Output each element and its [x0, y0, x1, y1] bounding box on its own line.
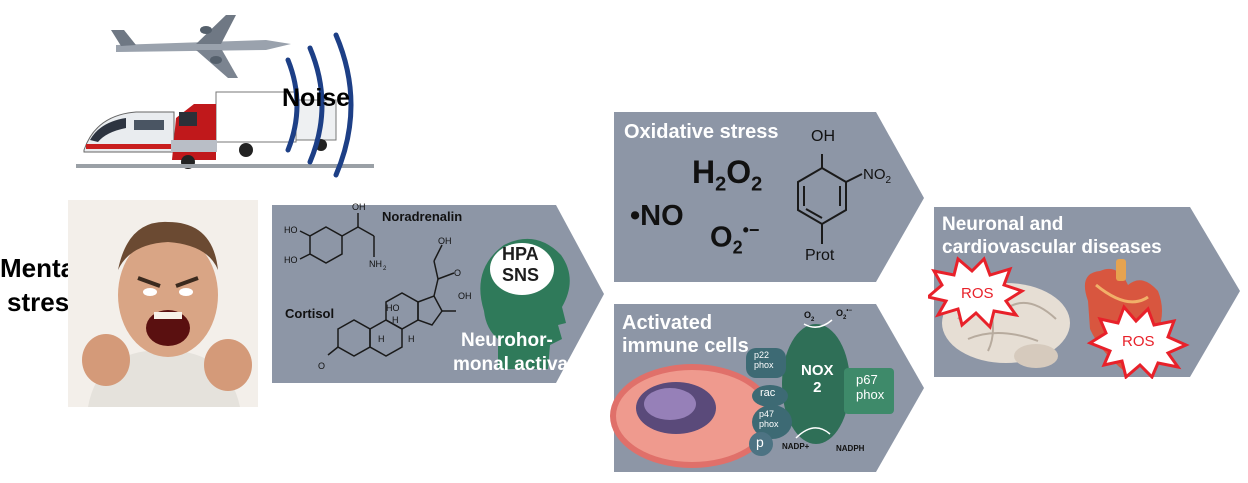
p47phox-subunit: [752, 405, 792, 439]
noise-panel: Noise: [76, 0, 374, 178]
sns-label: SNS: [502, 265, 540, 285]
oh-label: OH: [811, 128, 835, 145]
train-icon: [83, 111, 175, 153]
ros-label-2: ROS: [1122, 333, 1155, 350]
nox2-complex-icon: [782, 324, 850, 444]
neurohormonal-chevron: OH HO HO NH 2 OH O OH HO O H H H: [272, 202, 604, 383]
neurohormonal-title: Neurohor- monal activation: [453, 330, 603, 375]
noise-illustration: [76, 15, 374, 178]
ros-label-1: ROS: [961, 285, 994, 302]
noradrenalin-label: Noradrenalin: [382, 209, 463, 224]
angry-man-photo: [68, 200, 258, 407]
h2o2-label: H2O2: [692, 154, 763, 196]
nitric-oxide-label: •NO: [630, 200, 684, 232]
nadph-label: NADPH: [836, 444, 865, 453]
p67phox-subunit: [844, 368, 894, 414]
no2-label: NO2: [863, 166, 892, 186]
neurohormonal-panel: OH HO HO NH 2 OH O OH HO O H H H: [266, 199, 610, 389]
svg-text:H: H: [392, 315, 399, 325]
diseases-title: Neuronal and cardiovascular diseases: [942, 214, 1162, 258]
electron-arrows-icon: [795, 319, 833, 439]
cortisol-label: Cortisol: [285, 306, 335, 321]
nadp-label: NADP+: [782, 442, 810, 451]
brain-head-icon: [480, 238, 570, 369]
svg-text:HO: HO: [386, 303, 400, 313]
cortisol-structure: [327, 244, 456, 357]
p67phox-label: p67 phox: [856, 372, 885, 402]
p22phox-subunit: [746, 348, 786, 378]
o2-radical-label: O2•−: [836, 308, 852, 321]
hpa-label: HPA: [502, 244, 539, 264]
airplane-icon: [111, 15, 291, 78]
diseases-panel: Neuronal and cardiovascular diseases ROS…: [924, 201, 1244, 380]
svg-text:OH: OH: [438, 236, 452, 246]
svg-text:H: H: [378, 334, 385, 344]
truck-icon: [76, 91, 374, 169]
nitrophenol-structure: [797, 154, 863, 244]
svg-text:HO: HO: [284, 255, 298, 265]
sound-waves-icon: [285, 32, 354, 178]
p47phox-label: p47 phox: [759, 409, 779, 429]
svg-text:2: 2: [383, 266, 387, 272]
immune-cell-icon: [610, 364, 774, 468]
o2-label: O2: [804, 310, 815, 323]
rac-label: rac: [760, 387, 776, 399]
svg-text:HO: HO: [284, 225, 298, 235]
prot-label: Prot: [805, 247, 835, 264]
svg-text:O: O: [454, 268, 461, 278]
oxidative-stress-title: Oxidative stress: [624, 121, 779, 143]
noise-label: Noise: [282, 84, 351, 112]
p-subunit: [749, 432, 773, 456]
immune-cells-title: Activated immune cells: [622, 312, 749, 357]
ros-burst-2: [1086, 304, 1190, 380]
ros-burst-1: [924, 256, 1026, 330]
svg-text:OH: OH: [352, 202, 366, 212]
nox-label: NOX 2: [801, 362, 834, 396]
superoxide-label: O2•−: [710, 220, 760, 258]
svg-text:O: O: [318, 361, 325, 371]
p-label: p: [756, 434, 764, 450]
oxidative-stress-panel: Oxidative stress H2O2 •NO O2•− OH NO2 Pr…: [608, 106, 930, 284]
svg-text:NH: NH: [369, 259, 382, 269]
rac-subunit: [752, 385, 788, 407]
svg-text:OH: OH: [458, 291, 472, 301]
p22phox-label: p22 phox: [754, 350, 774, 370]
noradrenalin-structure: [299, 213, 375, 264]
immune-cells-panel: Activated immune cells O2 O2•− NOX 2 p67…: [608, 298, 930, 478]
immune-chevron: [610, 304, 924, 472]
svg-text:H: H: [408, 334, 415, 344]
oxidative-chevron: [614, 112, 924, 282]
angry-face-icon: [68, 200, 258, 407]
diseases-chevron: [924, 207, 1240, 380]
